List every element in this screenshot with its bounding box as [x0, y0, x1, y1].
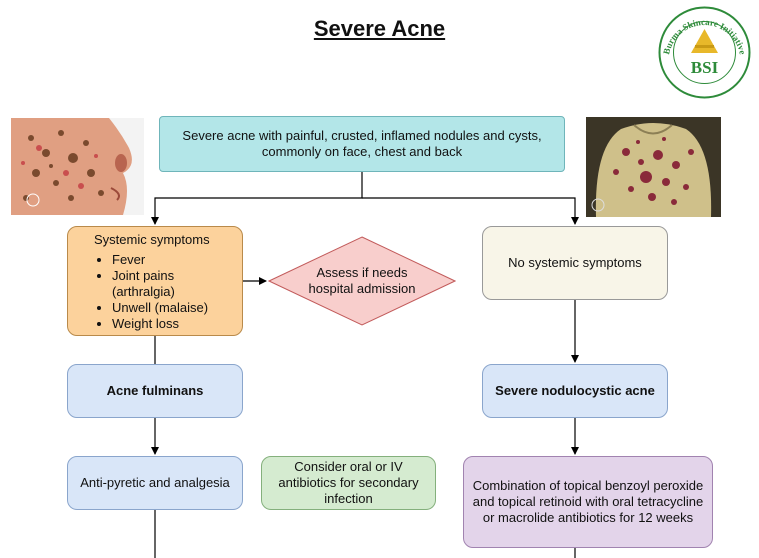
list-item: Weight loss	[112, 316, 236, 332]
antipyretic-box: Anti-pyretic and analgesia	[67, 456, 243, 510]
systemic-heading: Systemic symptoms	[94, 232, 210, 247]
presentation-box: Severe acne with painful, crusted, infla…	[159, 116, 565, 172]
list-item: Unwell (malaise)	[112, 300, 236, 316]
chest-acne-photo	[586, 117, 721, 217]
no-systemic-box: No systemic symptoms	[482, 226, 668, 300]
nodulocystic-box: Severe nodulocystic acne	[482, 364, 668, 418]
face-acne-photo	[11, 118, 144, 215]
acne-fulminans-box: Acne fulminans	[67, 364, 243, 418]
systemic-list: Fever Joint pains (arthralgia) Unwell (m…	[74, 252, 236, 332]
list-item: Fever	[112, 252, 236, 268]
bsi-logo: Burma Skincare Initiative BSI	[657, 5, 752, 100]
combination-therapy-box: Combination of topical benzoyl peroxide …	[463, 456, 713, 548]
logo-abbr: BSI	[691, 58, 719, 77]
systemic-symptoms-box: Systemic symptoms Fever Joint pains (art…	[67, 226, 243, 336]
assess-text: Assess if needs hospital admission	[308, 265, 416, 296]
assess-diamond	[267, 236, 457, 326]
antibiotics-box: Consider oral or IV antibiotics for seco…	[261, 456, 436, 510]
page-title: Severe Acne	[313, 16, 446, 41]
list-item: Joint pains (arthralgia)	[112, 268, 236, 300]
